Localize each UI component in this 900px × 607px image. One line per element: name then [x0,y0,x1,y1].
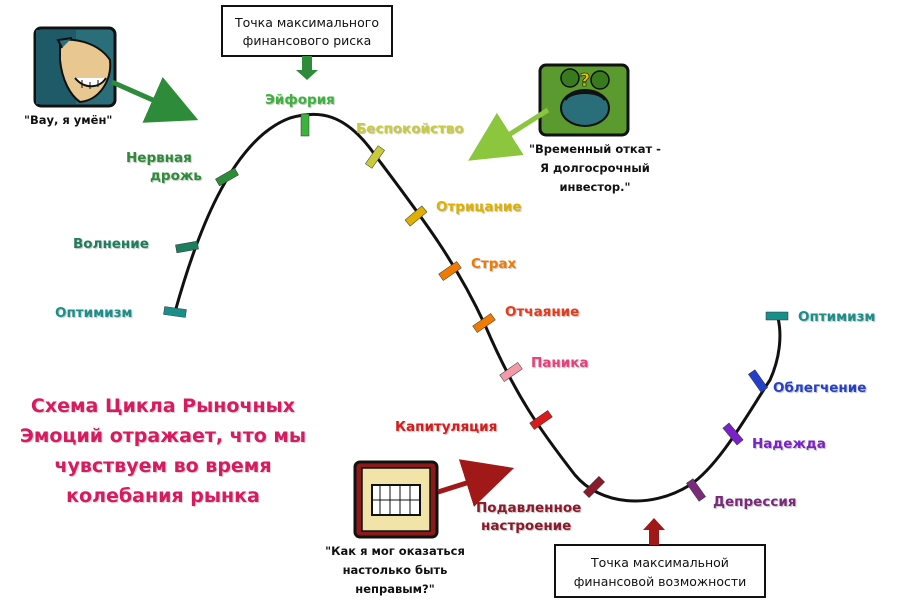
tick-optimism-start [163,306,187,318]
svg-text:?: ? [580,70,590,91]
quote-investor-line-2: Я долгосрочный [540,161,650,175]
label-fear: Страх [471,256,517,272]
label-thrill: Нервная дрожь [126,150,202,184]
label-relief: Облегчение [773,380,866,396]
label-thrill-line-2: дрожь [150,168,202,184]
tick-despondency [583,476,605,498]
label-despondency: Подавленное настроение [476,500,586,534]
smug-face-icon [33,26,117,108]
stage-labels: Оптимизм Волнение Нервная дрожь Эйфория … [55,92,875,534]
label-hope: Надежда [752,436,826,452]
quote-investor-line-3: инвестор." [559,180,630,194]
label-thrill-line-1: Нервная [126,150,192,166]
label-despondency-line-2: настроение [481,518,571,534]
label-capitulation: Капитуляция [395,419,497,435]
label-optimism-start: Оптимизм [55,305,132,321]
tick-depression [686,478,706,502]
label-desperation: Отчаяние [505,304,579,320]
quote-wrong-line-3: неправым?" [355,582,434,596]
max-risk-line-2: финансового риска [243,33,372,48]
tick-relief [748,369,768,393]
up-arrow-icon [643,518,665,530]
label-denial: Отрицание [436,199,521,215]
quote-investor-line-1: "Временный откат - [529,142,661,156]
max-risk-box: Точка максимального финансового риска [221,5,393,80]
worried-investor-icon: ? [538,63,630,137]
tick-excitement [175,240,199,254]
down-arrow-icon [296,70,318,80]
label-excitement: Волнение [73,236,149,252]
tick-hope [722,422,744,446]
label-anxiety: Беспокойство [356,121,464,137]
tick-panic [499,362,523,382]
tick-denial [404,205,428,227]
tick-thrill [215,167,239,187]
shocked-face-icon [353,460,439,539]
tick-fear [438,261,462,281]
max-opportunity-line-2: финансовой возможности [574,574,747,589]
caption-line-2: Эмоций отражает, что мы [20,425,306,447]
tick-euphoria [300,113,310,137]
label-despondency-line-1: Подавленное [476,500,581,516]
quote-smart: "Вау, я умён" [24,113,112,127]
max-risk-line-1: Точка максимального [234,15,379,30]
caption: Схема Цикла Рыночных Эмоций отражает, чт… [20,395,306,507]
label-euphoria: Эйфория [265,92,335,108]
caption-line-3: чувствуем во время [54,455,271,477]
tick-desperation [472,313,496,333]
quote-wrong-line-2: настолько быть [343,563,448,577]
tick-optimism-end [765,311,789,321]
label-panic: Паника [531,355,588,371]
smug-arrow-icon [110,77,199,123]
max-opportunity-line-1: Точка максимальной [590,555,729,570]
emotion-curve [173,112,782,503]
quote-wrong-line-1: "Как я мог оказаться [325,544,465,558]
tick-anxiety [365,145,385,169]
label-depression: Депрессия [713,494,796,510]
stage-ticks [163,113,789,502]
tick-capitulation [529,410,553,430]
label-optimism-end: Оптимизм [798,309,875,325]
caption-line-1: Схема Цикла Рыночных [31,395,295,417]
investor-arrow-icon [468,107,550,161]
shocked-arrow-icon [437,459,515,507]
max-opportunity-box: Точка максимальной финансовой возможност… [554,518,766,598]
caption-line-4: колебания рынка [66,485,260,507]
